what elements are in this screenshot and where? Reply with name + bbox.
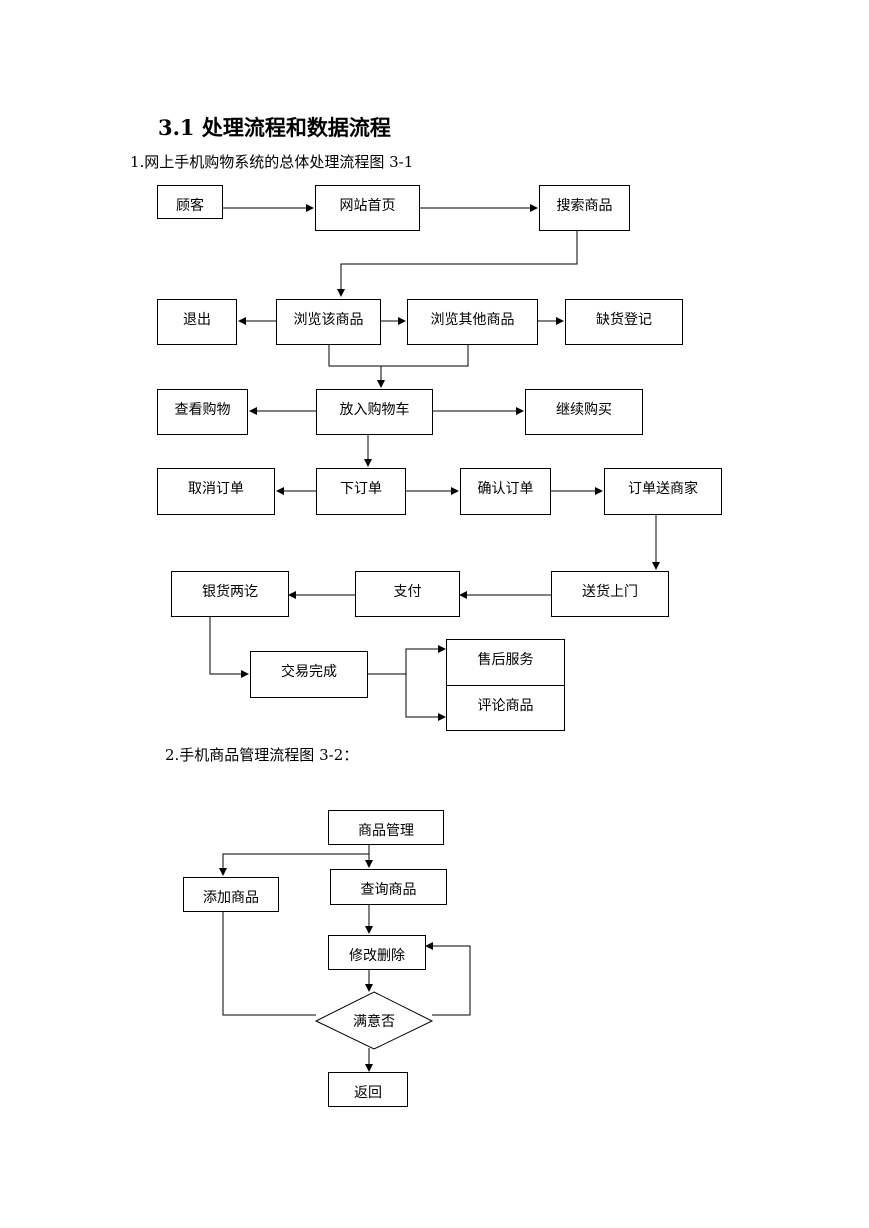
box-order-to-merchant: 订单送商家 (604, 468, 722, 515)
box-view-cart: 查看购物 (157, 389, 248, 435)
box-continue-shopping: 继续购买 (525, 389, 643, 435)
box-add-product: 添加商品 (183, 877, 279, 912)
box-search-products: 搜索商品 (539, 185, 630, 231)
box-out-of-stock: 缺货登记 (565, 299, 683, 345)
box-query-product: 查询商品 (330, 869, 447, 905)
box-add-to-cart: 放入购物车 (316, 389, 433, 435)
figure-3-1-caption: 1.网上手机购物系统的总体处理流程图 3-1 (130, 153, 414, 171)
box-place-order: 下订单 (316, 468, 406, 515)
box-browse-this: 浏览该商品 (276, 299, 381, 345)
box-homepage: 网站首页 (315, 185, 420, 231)
box-modify-delete: 修改删除 (328, 935, 426, 970)
box-confirm-order: 确认订单 (460, 468, 551, 515)
box-goods-paid-settled: 银货两讫 (171, 571, 289, 617)
box-product-management: 商品管理 (328, 810, 444, 845)
box-exit: 退出 (157, 299, 237, 345)
figure-3-2-caption: 2.手机商品管理流程图 3-2： (165, 746, 359, 764)
decision-satisfied: 满意否 (353, 1014, 395, 1030)
box-cancel-order: 取消订单 (157, 468, 275, 515)
box-customer: 顾客 (157, 185, 223, 219)
box-after-sales-service: 售后服务 (446, 639, 565, 686)
box-payment: 支付 (355, 571, 460, 617)
box-transaction-complete: 交易完成 (250, 651, 368, 698)
box-return: 返回 (328, 1072, 408, 1107)
box-home-delivery: 送货上门 (551, 571, 669, 617)
box-review-product: 评论商品 (446, 685, 565, 731)
box-browse-other: 浏览其他商品 (407, 299, 538, 345)
section-title: 3.1 处理流程和数据流程 (158, 115, 391, 140)
